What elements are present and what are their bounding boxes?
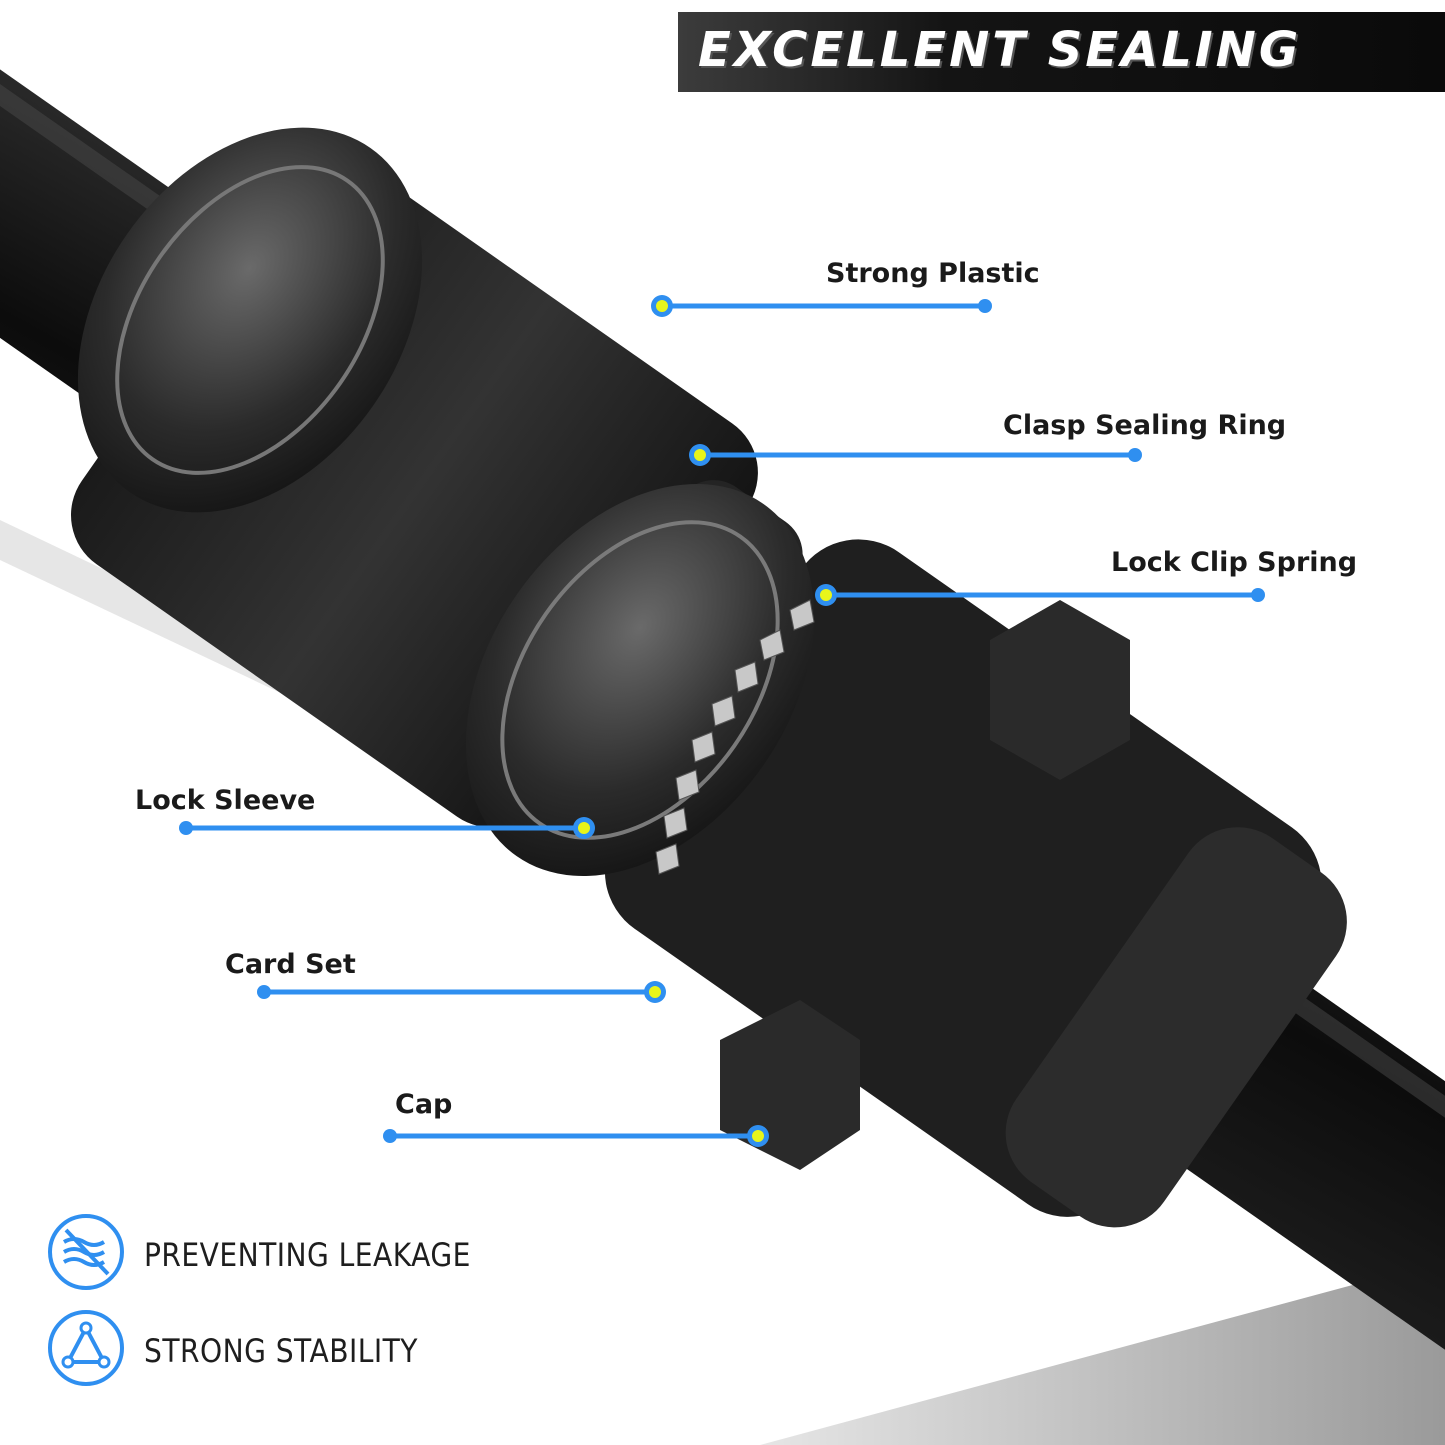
floor-shadow: [760, 1260, 1445, 1445]
callout-clasp-sealing-ring: [689, 444, 1142, 466]
label-clasp-sealing-ring: Clasp Sealing Ring: [1003, 410, 1287, 441]
triangle-stability-icon: [48, 1310, 124, 1386]
callout-lock-clip-spring: [815, 584, 1265, 606]
sealing-ring-lower: [465, 483, 815, 877]
label-lock-clip-spring: Lock Clip Spring: [1111, 547, 1358, 578]
label-cap: Cap: [395, 1089, 453, 1120]
feature-strong-stability: STRONG STABILITY: [144, 1332, 418, 1370]
callout-cap: [383, 1125, 769, 1147]
banner-title: EXCELLENT SEALING: [698, 22, 1302, 78]
callout-strong-plastic: [651, 295, 992, 317]
callout-lock-sleeve: [179, 817, 595, 839]
title-banner: EXCELLENT SEALING: [678, 12, 1445, 92]
feature-preventing-leakage: PREVENTING LEAKAGE: [144, 1236, 471, 1274]
label-card-set: Card Set: [225, 949, 356, 980]
no-leak-icon: [48, 1214, 124, 1290]
sealing-ring-upper: [77, 127, 423, 513]
lock-clip-spring-teeth: [655, 599, 815, 875]
callout-card-set: [257, 981, 666, 1003]
label-lock-sleeve: Lock Sleeve: [135, 785, 316, 816]
label-strong-plastic: Strong Plastic: [826, 258, 1040, 289]
